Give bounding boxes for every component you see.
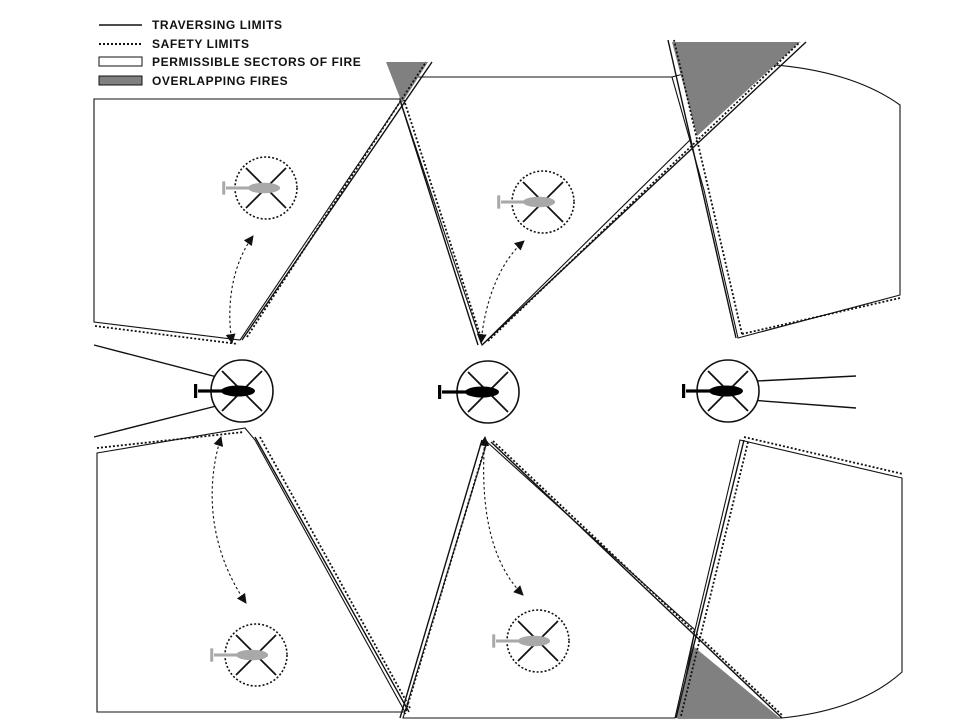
legend-sectors-swatch (98, 56, 143, 67)
traversing-limit-line (399, 99, 479, 346)
safety-limits (94, 39, 904, 717)
safety-limit-line (404, 440, 488, 715)
traversing-limit-line (399, 439, 483, 719)
movement-arrow (476, 240, 525, 344)
overlap-zones (386, 42, 800, 718)
legend-traversing-label: TRAVERSING LIMITS (152, 18, 283, 32)
target-positions (210, 156, 575, 687)
legend: TRAVERSING LIMITS SAFETY LIMITS PERMISSI… (98, 18, 361, 88)
legend-sectors-label: PERMISSIBLE SECTORS OF FIRE (152, 55, 361, 69)
sector-lower-center (402, 441, 696, 719)
sector-lower-left (96, 427, 406, 713)
overlap-zone-top-right (672, 42, 800, 136)
overlap-zone-bottom (676, 646, 780, 718)
overlap-zone-top-left (386, 62, 428, 103)
movement-arrow (479, 436, 524, 596)
traversing-limit-line (481, 41, 807, 346)
traversing-limit-line (675, 439, 745, 719)
legend-item-permissible-sectors: PERMISSIBLE SECTORS OF FIRE (98, 55, 361, 69)
movement-arrow (211, 436, 247, 604)
movement-arrows (211, 235, 525, 604)
firing-position (194, 359, 274, 423)
safety-limit-line (246, 61, 427, 338)
legend-overlap-label: OVERLAPPING FIRES (152, 74, 288, 88)
sectors (93, 62, 903, 719)
safety-limit-line (96, 431, 245, 449)
traversing-limit-line (667, 39, 737, 339)
legend-safety-label: SAFETY LIMITS (152, 37, 250, 51)
safety-limit-line (741, 297, 901, 335)
firing-position (438, 360, 520, 424)
safety-limit-line (680, 441, 749, 717)
firing-position (682, 359, 760, 423)
target-position (492, 609, 570, 673)
sector-lower-right (677, 439, 903, 719)
traversing-limit-line (254, 436, 410, 713)
safety-limit-line (94, 325, 239, 345)
safety-limit-line (492, 440, 784, 717)
firing-positions (194, 359, 760, 424)
traversing-limit-line (241, 61, 433, 341)
legend-item-traversing-limits: TRAVERSING LIMITS (99, 18, 283, 32)
target-position (210, 623, 288, 687)
legend-item-safety-limits: SAFETY LIMITS (99, 37, 250, 51)
traversing-limit-line (490, 441, 783, 719)
safety-limit-line (743, 436, 904, 475)
movement-arrow (225, 235, 254, 344)
legend-overlap-swatch (98, 75, 143, 86)
target-position (222, 156, 298, 220)
sector-upper-left (93, 98, 404, 341)
legend-item-overlapping-fires: OVERLAPPING FIRES (98, 74, 288, 88)
safety-limit-line (487, 41, 801, 342)
target-position (497, 170, 575, 234)
